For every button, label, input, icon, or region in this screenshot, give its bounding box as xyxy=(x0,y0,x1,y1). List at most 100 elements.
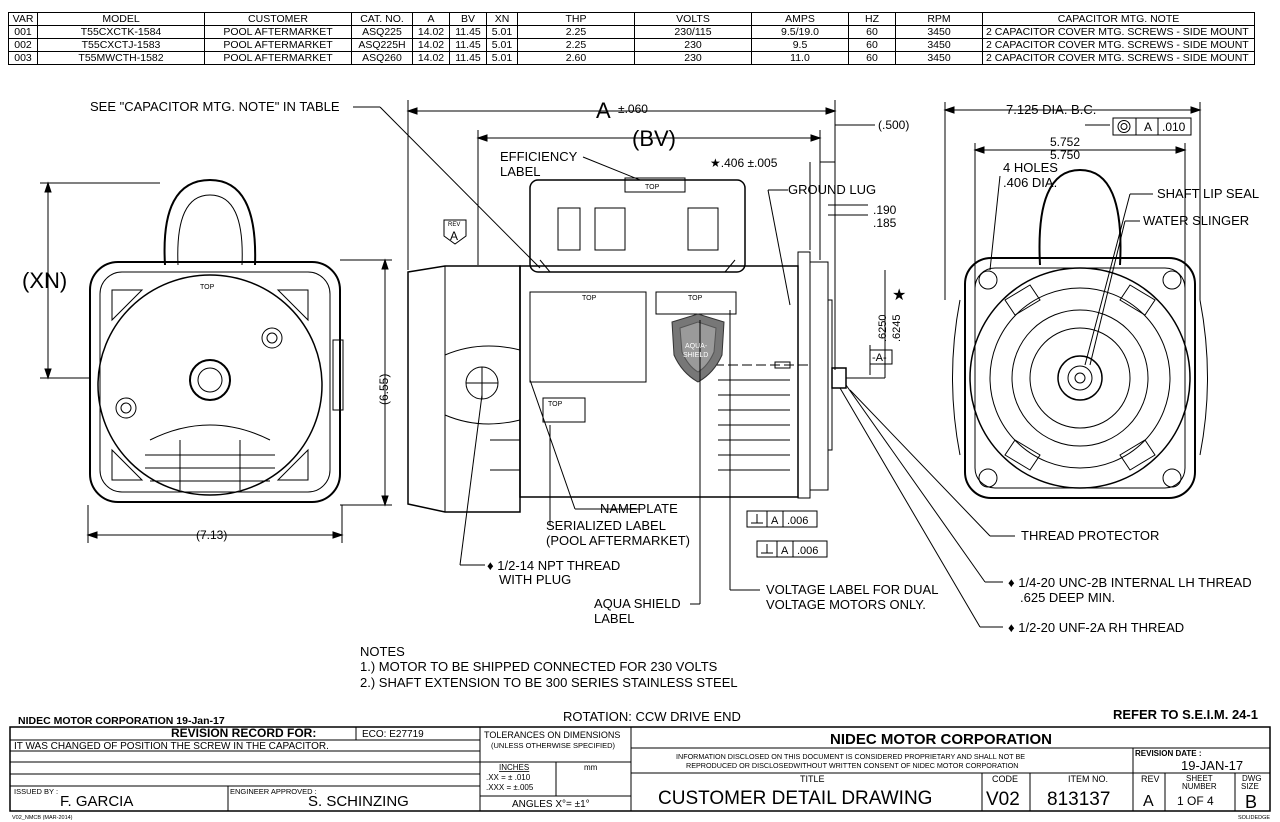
label-aqua-2: SHIELD xyxy=(683,352,708,359)
label-datum-a: -A- xyxy=(872,352,887,364)
aqua-shield-emblem xyxy=(671,313,725,383)
label-dim-185: .185 xyxy=(873,216,897,230)
item-label: ITEM NO. xyxy=(1068,774,1108,784)
drawing-labels: SEE "CAPACITOR MTG. NOTE" IN TABLE A ±.0… xyxy=(22,98,1259,635)
label-star: ★ xyxy=(892,287,906,304)
fcf-frames xyxy=(443,117,1192,558)
company-name: NIDEC MOTOR CORPORATION xyxy=(830,731,1052,748)
label-aqua-1: AQUA- xyxy=(685,343,708,350)
engineer-label: ENGINEER APPROVED : xyxy=(230,787,317,796)
label-voltage-2: VOLTAGE MOTORS ONLY. xyxy=(766,597,926,612)
dwg-label-1: DWG xyxy=(1242,774,1262,783)
label-npt-1: ♦ 1/2-14 NPT THREAD xyxy=(487,558,620,573)
label-efficiency-2: LABEL xyxy=(500,164,540,179)
dwg-size: B xyxy=(1245,792,1257,812)
disclaimer-1: INFORMATION DISCLOSED ON THIS DOCUMENT I… xyxy=(676,752,1025,761)
cell-thp: 2.60 xyxy=(517,51,635,65)
label-dim-bv: (BV) xyxy=(632,126,676,151)
label-dim-406: ★.406 ±.005 xyxy=(710,156,778,170)
revision-date: 19-JAN-17 xyxy=(1181,758,1243,773)
drawing-title: CUSTOMER DETAIL DRAWING xyxy=(658,788,932,809)
label-dim-190: .190 xyxy=(873,203,897,217)
software: SOLIDEDGE xyxy=(1238,815,1270,821)
tol-angles: ANGLES X°= ±1° xyxy=(512,799,590,810)
cell-customer: POOL AFTERMARKET xyxy=(204,51,352,65)
label-shaft-lip-seal: SHAFT LIP SEAL xyxy=(1157,186,1259,201)
note-item: 2.) SHAFT EXTENSION TO BE 300 SERIES STA… xyxy=(360,675,738,690)
corp-date: NIDEC MOTOR CORPORATION 19-Jan-17 xyxy=(18,715,225,727)
dwg-label-2: SIZE xyxy=(1241,782,1259,791)
label-dim-713: (7.13) xyxy=(196,528,227,542)
tolerances-title-1: TOLERANCES ON DIMENSIONS xyxy=(484,730,620,740)
dim-655 xyxy=(340,258,392,507)
fcf-value: .010 xyxy=(1162,120,1186,134)
leader-lines xyxy=(353,106,1153,628)
refer-note: REFER TO S.E.I.M. 24-1 xyxy=(1113,707,1258,722)
label-holes-2: .406 DIA. xyxy=(1003,175,1057,190)
label-npt-2: WITH PLUG xyxy=(499,572,571,587)
label-unc-2: .625 DEEP MIN. xyxy=(1020,590,1115,605)
cell-volts: 230 xyxy=(634,51,752,65)
sheet-label-1: SHEET xyxy=(1186,774,1213,783)
code: V02 xyxy=(986,789,1020,810)
title-label: TITLE xyxy=(800,774,825,784)
label-dim-655: (6.55) xyxy=(377,374,391,405)
label-dim-xn: (XN) xyxy=(22,268,67,293)
tol-inches: INCHES xyxy=(499,763,529,772)
dim-bolt-circle xyxy=(943,102,1202,300)
fcf-perp-val-2: .006 xyxy=(797,545,818,557)
label-aqua-shield-1: AQUA SHIELD xyxy=(594,596,681,611)
code-label: CODE xyxy=(992,774,1018,784)
issued-by: F. GARCIA xyxy=(60,793,133,810)
label-dim-5752: 5.752 xyxy=(1050,135,1080,149)
rev-label: REV xyxy=(1141,774,1160,784)
label-nameplate: NAMEPLATE xyxy=(600,501,678,516)
label-top-3: TOP xyxy=(548,401,563,408)
tol-xx: .XX = ± .010 xyxy=(486,773,531,782)
form-number: V02_NMCB (MAR-2014) xyxy=(12,815,73,821)
tol-xxx: .XXX = ±.005 xyxy=(486,783,534,792)
label-serialized-2: (POOL AFTERMARKET) xyxy=(546,533,690,548)
label-top-cap: TOP xyxy=(645,184,660,191)
variant-table: VAR MODEL CUSTOMER CAT. NO. A BV XN THP … xyxy=(8,12,1255,65)
dim-xn xyxy=(40,181,160,380)
label-top-2: TOP xyxy=(688,295,703,302)
label-dim-6250: .6250 xyxy=(877,314,889,342)
revision-date-label: REVISION DATE : xyxy=(1135,749,1202,758)
cell-cap-note: 2 CAPACITOR COVER MTG. SCREWS - SIDE MOU… xyxy=(982,51,1255,65)
revision-record-label: REVISION RECORD FOR: xyxy=(171,726,316,740)
label-dim-500: (.500) xyxy=(878,118,909,132)
label-bc-dia: 7.125 DIA. B.C. xyxy=(1006,102,1096,117)
label-rev-top: REV xyxy=(448,222,460,228)
label-water-slinger: WATER SLINGER xyxy=(1143,213,1249,228)
fcf-perp-datum-1: A xyxy=(771,515,779,527)
cell-rpm: 3450 xyxy=(895,51,983,65)
engineer: S. SCHINZING xyxy=(308,793,409,810)
label-holes-1: 4 HOLES xyxy=(1003,160,1058,175)
dim-713 xyxy=(86,505,344,543)
label-unf: ♦ 1/2-20 UNF-2A RH THREAD xyxy=(1008,620,1184,635)
motor-side-view xyxy=(407,177,885,513)
notes: NOTES 1.) MOTOR TO BE SHIPPED CONNECTED … xyxy=(360,644,738,690)
label-serialized-1: SERIALIZED LABEL xyxy=(546,518,666,533)
label-efficiency-1: EFFICIENCY xyxy=(500,149,578,164)
fcf-perp-datum-2: A xyxy=(781,545,789,557)
issued-by-label: ISSUED BY : xyxy=(14,787,58,796)
sheet-label-2: NUMBER xyxy=(1182,782,1217,791)
sheet-number: 1 OF 4 xyxy=(1177,794,1214,808)
disclaimer-2: REPRODUCED OR DISCLOSEDWITHOUT WRITTEN C… xyxy=(686,761,1019,770)
rev-letter: A xyxy=(1143,793,1154,810)
notes-title: NOTES xyxy=(360,644,405,659)
title-block-text: REVISION RECORD FOR: ECO: E27719 IT WAS … xyxy=(12,726,1270,821)
note-item: 1.) MOTOR TO BE SHIPPED CONNECTED FOR 23… xyxy=(360,659,718,674)
label-aqua-shield-2: LABEL xyxy=(594,611,634,626)
label-dim-a: A xyxy=(596,98,611,123)
label-top-1: TOP xyxy=(582,295,597,302)
dim-a-bv xyxy=(406,100,886,378)
label-voltage-1: VOLTAGE LABEL FOR DUAL xyxy=(766,582,938,597)
eco-number: ECO: E27719 xyxy=(362,729,424,740)
title-block-frame xyxy=(9,726,1271,812)
rotation-note: ROTATION: CCW DRIVE END xyxy=(563,709,741,724)
label-ground-lug: GROUND LUG xyxy=(788,182,876,197)
